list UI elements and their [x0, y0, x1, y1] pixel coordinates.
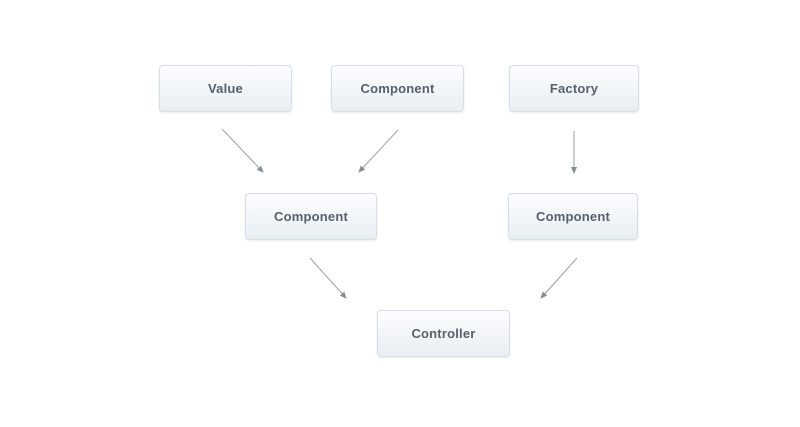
node-label: Component — [535, 209, 610, 224]
node-label: Controller — [411, 326, 476, 341]
diagram-node-component-top: Component — [331, 65, 464, 112]
diagram-node-component-right: Component — [508, 193, 638, 240]
diagram-node-factory: Factory — [509, 65, 639, 112]
edge-component-right-to-controller — [540, 257, 578, 299]
edge-component-left-to-controller — [309, 257, 347, 299]
edge-component-top-to-component-left — [358, 129, 399, 173]
node-label: Factory — [549, 81, 599, 96]
diagram-node-controller: Controller — [377, 310, 510, 357]
node-label: Value — [208, 81, 243, 96]
edge-value-to-component-left — [221, 128, 264, 173]
node-label: Component — [360, 81, 435, 96]
diagram-node-value: Value — [159, 65, 292, 112]
diagram-node-component-left: Component — [245, 193, 377, 240]
node-label: Component — [273, 209, 348, 224]
